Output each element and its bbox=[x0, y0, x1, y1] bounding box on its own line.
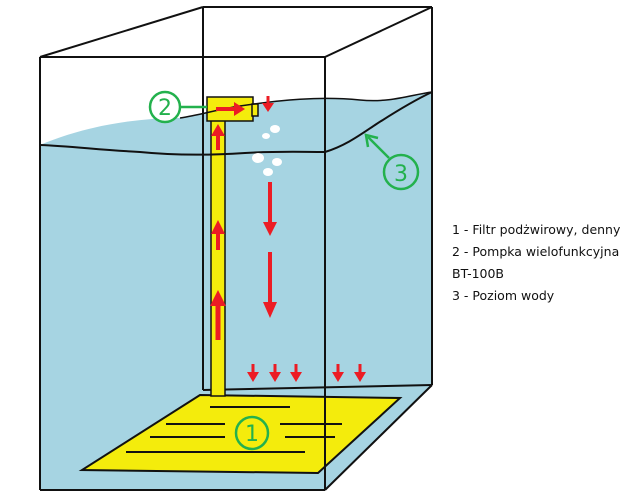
tank-front-edges bbox=[39, 6, 433, 491]
filter-slots bbox=[126, 406, 342, 453]
marker-3: 3 bbox=[364, 133, 420, 191]
tank-back-edges bbox=[202, 6, 433, 391]
filter-plate bbox=[78, 393, 403, 475]
legend-item-water-level: 3 - Poziom wody bbox=[452, 288, 555, 303]
water-region bbox=[40, 92, 432, 490]
marker-1: 1 bbox=[234, 415, 270, 451]
legend-item-filter: 1 - Filtr podżwirowy, denny bbox=[452, 222, 621, 237]
pump-head bbox=[206, 96, 254, 122]
pump-outlet bbox=[251, 103, 259, 117]
marker-3-label: 3 bbox=[394, 162, 408, 187]
legend-item-pump-model: BT-100B bbox=[452, 266, 505, 281]
marker-2-label: 2 bbox=[158, 96, 172, 121]
flow-arrows bbox=[210, 96, 366, 382]
water-surface-front bbox=[39, 91, 433, 156]
marker-2: 2 bbox=[148, 90, 207, 124]
legend: 1 - Filtr podżwirowy, denny 2 - Pompka w… bbox=[452, 219, 620, 307]
legend-item-pump: 2 - Pompka wielofunkcyjna bbox=[452, 244, 620, 259]
pump-tube bbox=[210, 119, 226, 397]
water-surface-back bbox=[179, 91, 433, 119]
air-bubbles bbox=[252, 125, 282, 176]
marker-1-label: 1 bbox=[245, 422, 259, 447]
